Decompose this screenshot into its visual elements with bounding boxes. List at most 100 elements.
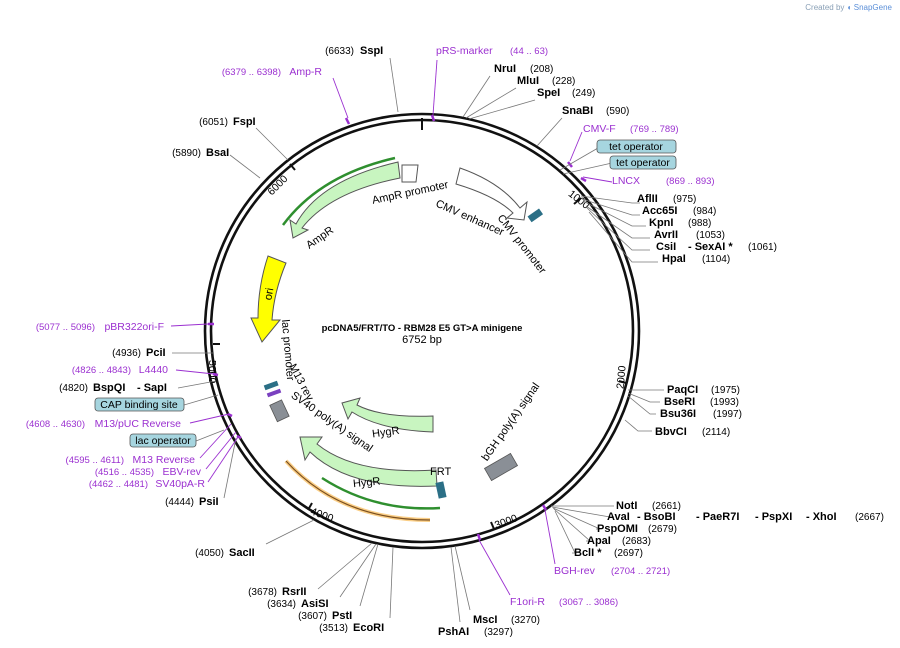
- primer-name: M13 Reverse: [133, 454, 196, 466]
- lac-operator-box: [129, 433, 197, 448]
- primer-mark-bgh: [541, 504, 548, 511]
- enzyme-name: NotI: [616, 500, 637, 512]
- enzyme-pos: (2697): [614, 548, 643, 559]
- primer-mark-prs: [430, 114, 436, 122]
- enzyme-pos: (6051): [199, 117, 228, 128]
- enzyme-pos: (2683): [622, 536, 651, 547]
- primer-mark-ampr: [344, 117, 351, 125]
- tet-operator-label-1: tet operator: [609, 141, 663, 153]
- enzyme-pos: (228): [552, 76, 575, 87]
- primer-mark-lncx: [580, 176, 587, 183]
- enzyme-pos: (2114): [702, 427, 730, 438]
- enzyme-name: SspI: [360, 45, 383, 57]
- credit-brand: SnapGene: [853, 3, 892, 12]
- cap-binding-site-label: CAP binding site: [100, 399, 178, 411]
- enzyme-pos: (4936): [112, 348, 141, 359]
- enzyme-name: - SexAI *: [688, 241, 733, 253]
- enzyme-pos: (4820): [59, 383, 88, 394]
- label-ori: ori: [262, 287, 276, 301]
- tick-4000: [307, 502, 313, 511]
- enzyme-name: Acc65I: [642, 205, 677, 217]
- primer-pos: (769 .. 789): [630, 124, 679, 135]
- backbone-outer-strand: [203, 112, 641, 550]
- primer-name: EBV-rev: [162, 466, 201, 478]
- enzyme-name: BbvCI: [655, 426, 687, 438]
- ampr-promoter-arrow: [401, 164, 419, 183]
- enzyme-pos: (6633): [325, 46, 354, 57]
- enzyme-pos: (975): [673, 194, 696, 205]
- enzyme-name: SnaBI: [562, 105, 593, 117]
- enzyme-name: - PaeR7I: [696, 511, 739, 523]
- snapgene-logo-icon: ◖: [846, 3, 852, 12]
- enzyme-name: AsiSI: [301, 598, 329, 610]
- primer-name: BGH-rev: [554, 565, 596, 577]
- enzyme-leaders: [172, 57, 664, 623]
- enzyme-pos: (1997): [713, 409, 742, 420]
- enzyme-pos: (1104): [702, 254, 730, 265]
- boxed-features: tet operator tet operator CAP binding si…: [94, 139, 677, 448]
- enzyme-pos: (4444): [165, 497, 194, 508]
- enzyme-name: CsiI: [656, 241, 676, 253]
- enzyme-name: BspQI: [93, 382, 125, 394]
- enzyme-name: PshAI: [438, 626, 469, 638]
- primer-pos: (3067 .. 3086): [559, 597, 618, 608]
- enzyme-name: PsiI: [199, 496, 219, 508]
- cmv-enhancer-arrow: [455, 167, 528, 221]
- enzyme-name: - PspXI: [755, 511, 792, 523]
- tet-operator-box-1: [596, 139, 677, 154]
- enzyme-pos: (2667): [855, 512, 884, 523]
- primer-leaders: [170, 59, 613, 596]
- enzyme-name: PciI: [146, 347, 166, 359]
- label-bgh-polya: bGH poly(A) signal: [480, 381, 543, 464]
- primer-pos: (5077 .. 5096): [36, 322, 95, 333]
- primer-name: CMV-F: [583, 123, 616, 135]
- hygr-inner-arrow: [341, 397, 434, 433]
- enzyme-pos: (1053): [696, 230, 725, 241]
- label-ampr: AmpR: [304, 224, 336, 251]
- plasmid-name: pcDNA5/FRT/TO - RBM28 E5 GT>A minigene: [322, 323, 523, 334]
- enzyme-pos: (2679): [648, 524, 677, 535]
- label-hygr-inner: HygR: [371, 425, 400, 441]
- enzyme-pos: (1975): [711, 385, 740, 396]
- bgh-polya-box: [483, 452, 519, 482]
- primer-pos: (6379 .. 6398): [222, 67, 281, 78]
- enzyme-pos: (988): [688, 218, 711, 229]
- plasmid-length: 6752 bp: [402, 334, 442, 346]
- frt-mark: [435, 481, 447, 499]
- ampr-arrow: [289, 161, 401, 239]
- enzyme-name: BseRI: [664, 396, 695, 408]
- kb-ticks: [213, 163, 627, 530]
- cap-binding-site-box: [94, 397, 185, 412]
- primer-mark-sv40pa: [236, 434, 242, 440]
- enzyme-pos: (3678): [248, 587, 277, 598]
- tick-6000: [289, 163, 296, 171]
- tick-2000: [618, 380, 627, 384]
- enzyme-name: ApaI: [587, 535, 611, 547]
- enzyme-name: - XhoI: [806, 511, 837, 523]
- enzyme-name: NruI: [494, 63, 516, 75]
- primer-name: L4440: [139, 364, 168, 376]
- primer-mark-f1ori: [476, 533, 482, 541]
- tet-operator-label-2: tet operator: [616, 157, 670, 169]
- tick-label-5000: 5000: [206, 360, 218, 384]
- tet-operator-mark: [527, 208, 544, 223]
- enzyme-name: Bsu36I: [660, 408, 696, 420]
- orange-feature-line: [285, 460, 431, 521]
- primer-name: LNCX: [612, 175, 640, 187]
- enzyme-name: EcoRI: [353, 622, 384, 634]
- tick-label-2000: 2000: [615, 365, 629, 389]
- hygr-outer-arrow: [299, 436, 438, 487]
- lac-operator-label: lac operator: [135, 435, 191, 447]
- tet-operator-box-2: [609, 155, 677, 170]
- primer-name: pRS-marker: [436, 45, 493, 57]
- enzyme-name: PspOMI: [597, 523, 638, 535]
- label-hygr-outer: HygR: [352, 475, 381, 490]
- label-frt: FRT: [430, 466, 451, 478]
- m13-mark: [266, 388, 282, 398]
- primer-pos: (4595 .. 4611): [66, 455, 124, 466]
- enzyme-name: BclI *: [574, 547, 602, 559]
- enzyme-name: SacII: [229, 547, 255, 559]
- tick-1000: [573, 197, 582, 205]
- enzyme-pos: (249): [572, 88, 595, 99]
